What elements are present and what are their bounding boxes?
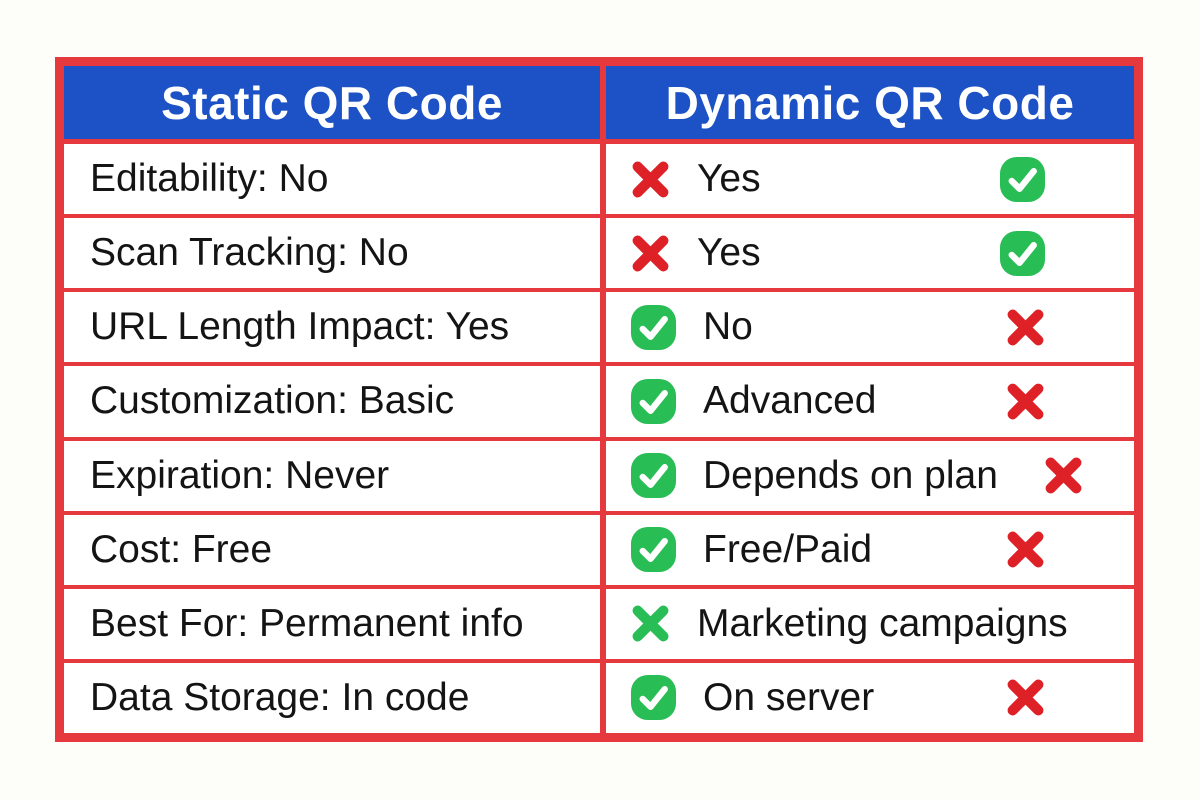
lead-icon-slot	[630, 674, 677, 721]
table-row: URL Length Impact: Yes No	[64, 288, 1134, 363]
lead-icon-slot	[630, 452, 677, 499]
dynamic-feature-cell: On server	[606, 663, 1134, 733]
red-x-icon	[1045, 457, 1082, 494]
table-row: Cost: Free Free/Paid	[64, 510, 1134, 585]
red-x-icon	[632, 161, 669, 197]
column-divider	[600, 366, 606, 437]
green-check-icon	[630, 453, 677, 499]
column-divider	[600, 144, 606, 215]
dynamic-feature-label: Depends on plan	[703, 453, 998, 497]
dynamic-feature-label: Yes	[697, 157, 761, 201]
green-x-icon	[632, 605, 669, 642]
green-check-icon	[999, 156, 1046, 202]
dynamic-feature-label: No	[703, 305, 753, 349]
dynamic-feature-label: Marketing campaigns	[697, 601, 1068, 645]
static-feature-cell: Customization: Basic	[64, 366, 600, 436]
dynamic-feature-label: Yes	[697, 231, 761, 275]
dynamic-feature-cell: No	[606, 292, 1134, 362]
dynamic-feature-cell: Free/Paid	[606, 515, 1134, 585]
static-feature-cell: Expiration: Never	[64, 441, 600, 511]
table-row: Customization: Basic Advanced	[64, 362, 1134, 437]
lead-icon-slot	[630, 603, 671, 644]
column-divider	[600, 662, 606, 733]
static-feature-label: URL Length Impact: Yes	[90, 305, 510, 349]
static-feature-label: Customization: Basic	[90, 379, 455, 423]
column-divider	[600, 66, 606, 139]
red-x-icon	[1007, 680, 1044, 716]
dynamic-feature-cell: Marketing campaigns	[606, 589, 1134, 659]
static-feature-label: Scan Tracking: No	[90, 231, 409, 275]
lead-icon-slot	[630, 233, 671, 274]
red-x-icon	[632, 235, 669, 272]
column-divider	[600, 218, 606, 289]
table-header-row: Static QR Code Dynamic QR Code	[64, 66, 1134, 144]
green-check-icon	[630, 304, 677, 350]
header-dynamic-qr-code: Dynamic QR Code	[606, 66, 1134, 139]
table-row: Scan Tracking: No Yes	[64, 214, 1134, 289]
dynamic-feature-cell: Yes	[606, 144, 1134, 214]
dynamic-feature-cell: Depends on plan	[606, 441, 1134, 511]
trail-icon-slot	[1005, 529, 1046, 570]
lead-icon-slot	[630, 304, 677, 351]
table-row: Editability: No Yes	[64, 144, 1134, 215]
column-divider	[600, 440, 606, 511]
header-static-qr-code: Static QR Code	[64, 66, 600, 139]
static-feature-cell: Cost: Free	[64, 515, 600, 585]
green-check-icon	[999, 230, 1046, 276]
green-check-icon	[630, 675, 677, 721]
column-divider	[600, 514, 606, 585]
dynamic-feature-label: Free/Paid	[703, 527, 873, 571]
static-feature-cell: Scan Tracking: No	[64, 218, 600, 288]
dynamic-feature-cell: Advanced	[606, 366, 1134, 436]
static-feature-label: Editability: No	[90, 157, 329, 201]
green-check-icon	[630, 378, 677, 424]
column-divider	[600, 292, 606, 363]
static-feature-label: Expiration: Never	[90, 453, 390, 497]
red-x-icon	[1007, 531, 1044, 568]
trail-icon-slot	[1005, 307, 1046, 348]
column-divider	[600, 588, 606, 659]
trail-icon-slot	[999, 156, 1046, 203]
static-feature-cell: Data Storage: In code	[64, 663, 600, 733]
green-check-icon	[630, 527, 677, 573]
dynamic-feature-label: On server	[703, 675, 875, 719]
table-row: Data Storage: In code On server	[64, 658, 1134, 733]
trail-icon-slot	[999, 230, 1046, 277]
lead-icon-slot	[630, 526, 677, 573]
lead-icon-slot	[630, 159, 671, 200]
static-feature-label: Best For: Permanent info	[90, 601, 524, 645]
static-feature-label: Data Storage: In code	[90, 675, 470, 719]
red-x-icon	[1007, 309, 1044, 346]
static-feature-cell: Editability: No	[64, 144, 600, 214]
comparison-table: Static QR Code Dynamic QR Code Editabili…	[55, 57, 1143, 742]
table-row: Best For: Permanent info Marketing campai…	[64, 584, 1134, 659]
lead-icon-slot	[630, 378, 677, 425]
dynamic-feature-label: Advanced	[703, 379, 877, 423]
trail-icon-slot	[1005, 677, 1046, 718]
static-feature-cell: Best For: Permanent info	[64, 589, 600, 659]
static-feature-label: Cost: Free	[90, 527, 273, 571]
static-feature-cell: URL Length Impact: Yes	[64, 292, 600, 362]
red-x-icon	[1007, 383, 1044, 420]
dynamic-feature-cell: Yes	[606, 218, 1134, 288]
trail-icon-slot	[1005, 381, 1046, 422]
table-row: Expiration: Never Depends on plan	[64, 436, 1134, 511]
trail-icon-slot	[1043, 455, 1084, 496]
